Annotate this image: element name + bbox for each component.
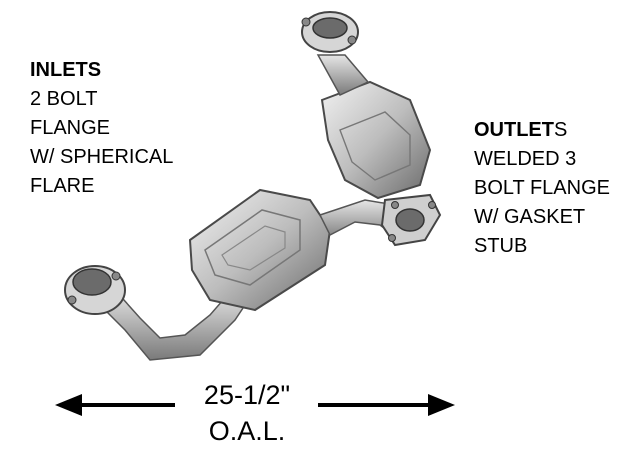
overall-length-dimension: 25-1/2" O.A.L. bbox=[0, 380, 640, 449]
inlets-heading: INLETS bbox=[30, 59, 102, 81]
converter-body-main bbox=[188, 188, 332, 312]
converter-body-upper bbox=[320, 80, 432, 200]
inlets-callout: INLETS 2 BOLT FLANGE W/ SPHERICAL FLARE bbox=[30, 56, 173, 201]
outlets-heading-bold: OUTLET bbox=[474, 119, 554, 141]
inlets-line: FLARE bbox=[30, 175, 95, 197]
inlets-line: 2 BOLT bbox=[30, 88, 98, 110]
dimension-value: 25-1/2" bbox=[203, 380, 291, 410]
inlets-line: FLANGE bbox=[30, 117, 111, 139]
arrow-left-icon bbox=[55, 394, 175, 416]
outlets-heading-tail: S bbox=[554, 119, 568, 141]
dimension-unit: O.A.L. bbox=[208, 416, 286, 446]
outlets-line: WELDED 3 bbox=[474, 148, 577, 170]
upper-inlet-pipe bbox=[316, 54, 370, 96]
outlets-callout: OUTLETS WELDED 3 BOLT FLANGE W/ GASKET S… bbox=[474, 116, 610, 261]
inlets-line: W/ SPHERICAL bbox=[30, 146, 174, 168]
outlets-line: W/ GASKET bbox=[474, 206, 586, 228]
outlets-heading: OUTLETS bbox=[474, 116, 610, 145]
outlets-line: STUB bbox=[474, 235, 528, 257]
outlets-line: BOLT FLANGE bbox=[474, 177, 610, 199]
arrow-right-icon bbox=[318, 394, 455, 416]
